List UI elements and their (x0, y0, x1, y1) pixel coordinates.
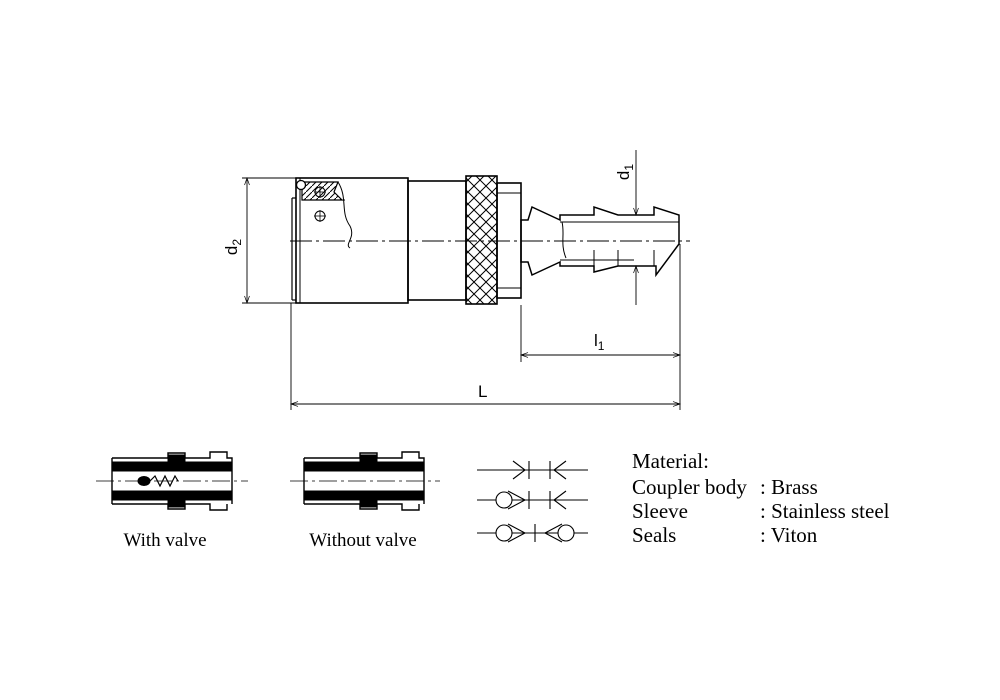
with-valve-section (96, 451, 248, 511)
material-part: Sleeve (632, 499, 688, 523)
hose-tail (520, 205, 680, 278)
hex-collar (496, 182, 522, 299)
without-valve-caption: Without valve (309, 530, 416, 551)
valve-spring (149, 474, 179, 488)
cutaway-section (301, 181, 344, 201)
dim-d1-label: d1 (614, 164, 636, 180)
material-heading: Material: (632, 449, 709, 473)
material-value: : Viton (760, 523, 818, 547)
material-value: : Brass (760, 475, 818, 499)
with-valve-caption: With valve (123, 530, 206, 551)
material-value: : Stainless steel (760, 499, 890, 523)
dim-L-label: L (478, 382, 487, 401)
material-part: Seals (632, 523, 676, 547)
dim-d2-label: d2 (222, 239, 244, 255)
without-valve-section (290, 451, 440, 511)
lock-ball (295, 179, 307, 191)
coupler-body (407, 180, 467, 301)
dim-l1-label: l1 (594, 331, 605, 353)
knurled-nut (465, 175, 498, 305)
dimension-lines (242, 150, 682, 410)
coupler-side-view (291, 175, 680, 305)
material-part: Coupler body (632, 475, 747, 499)
valve-symbols (477, 460, 588, 543)
material-table: Material: Coupler body : Brass Sleeve : … (632, 449, 890, 547)
